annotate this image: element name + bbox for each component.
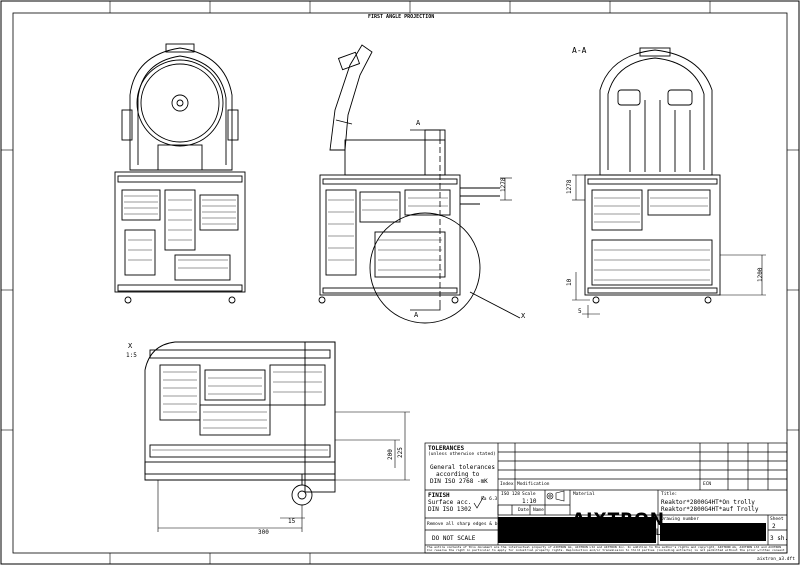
- surface-line1: Surface acc.: [428, 499, 472, 506]
- title-label: Title:: [661, 492, 678, 497]
- dimension-15: 15: [288, 518, 296, 525]
- drawing-number-redaction: [498, 517, 656, 543]
- section-marker-top: A: [416, 119, 421, 127]
- surface-ra-value: Ra 6.3: [481, 497, 498, 502]
- file-reference: aixtron_a3.dft: [757, 557, 795, 562]
- side-cabinet: [319, 174, 461, 296]
- dimension-1278-side: 1278: [500, 177, 507, 192]
- general-tolerances-line2: according to: [436, 471, 480, 478]
- front-view-detail-hatch: [124, 195, 236, 269]
- sheet-value: 2: [772, 523, 776, 530]
- section-view: [584, 47, 721, 304]
- detail-view: [144, 341, 336, 506]
- dimension-1200: 1200: [757, 267, 764, 282]
- do-not-scale-label: DO NOT SCALE: [432, 535, 476, 542]
- modification-column-label: Modification: [517, 482, 550, 487]
- drawing-number-label: Drawing number: [661, 517, 699, 522]
- tolerances-label: TOLERANCES: [428, 445, 465, 452]
- general-tolerances-line1: General tolerances: [430, 464, 496, 471]
- dimension-5: 5: [578, 308, 582, 315]
- sheets-total: 3 sh.: [770, 535, 789, 542]
- dimension-300: 300: [258, 529, 269, 536]
- index-column-label: Index: [500, 482, 514, 487]
- front-cabinet: [114, 171, 246, 293]
- copyright-footer-note: The entire contents of this document are…: [427, 546, 785, 553]
- confidential-label: CONFIDENTIAL: [583, 528, 662, 538]
- side-view-detail-hatch: [328, 197, 448, 271]
- section-view-hatch: [594, 197, 710, 281]
- date-column-label: Date: [518, 508, 529, 513]
- projection-symbol-icon: [546, 490, 565, 502]
- material-label: Material: [573, 492, 595, 497]
- detail-caster-wheel: [291, 484, 313, 506]
- name-column-label: Name: [533, 508, 544, 513]
- dimension-1278-section: 1278: [566, 179, 573, 194]
- front-view: [114, 43, 246, 304]
- dimension-200: 200: [387, 449, 394, 460]
- surface-line2: DIN ISO 1302: [428, 506, 472, 513]
- dimension-10: 10: [566, 278, 573, 286]
- aixtron-logo: AIXTRON: [572, 510, 665, 530]
- detail-x-label: X: [128, 342, 133, 350]
- title-block-grid: [424, 442, 788, 554]
- projection-label: FIRST ANGLE PROJECTION: [368, 14, 435, 20]
- scale-value: 1:10: [522, 498, 537, 505]
- section-dimension-lines: [572, 174, 766, 318]
- side-view: [318, 44, 521, 324]
- detail-view-hatch: [152, 371, 328, 451]
- surface-finish-symbol: [473, 495, 485, 509]
- section-cabinet: [584, 174, 721, 296]
- side-dimension-lines: [500, 177, 512, 201]
- dimension-225: 225: [397, 447, 404, 458]
- section-aa-label: A-A: [572, 46, 587, 55]
- sheet-label: Sheet: [770, 517, 784, 522]
- scale-label: Scale: [522, 492, 536, 497]
- section-marker-bottom: A: [414, 311, 419, 319]
- detail-x-circle: [369, 212, 481, 324]
- detail-callout-label: X: [521, 312, 526, 320]
- ecn-column-label: ECN: [703, 482, 712, 487]
- title-line-2: Reaktor*2800G4HT*auf Trolly: [661, 506, 759, 513]
- sheet-inner-border: [12, 12, 788, 554]
- detail-scale-label: 1:5: [126, 352, 137, 359]
- finish-label: FINISH: [428, 492, 450, 499]
- iso-label: ISO 128: [501, 492, 520, 497]
- reactor-disc: [136, 59, 224, 147]
- edges-note: Remove all sharp edges & burrs: [427, 522, 509, 527]
- drawing-number-field-redaction: [660, 523, 766, 541]
- general-tolerances-line3: DIN ISO 2768 -mK: [430, 478, 488, 485]
- detail-dimension-lines: [157, 411, 410, 532]
- title-line-1: Reaktor*2800G4HT*On trolly: [661, 499, 755, 506]
- section-marker-lines: [410, 129, 441, 311]
- tolerances-sub: (unless otherwise stated): [428, 452, 496, 457]
